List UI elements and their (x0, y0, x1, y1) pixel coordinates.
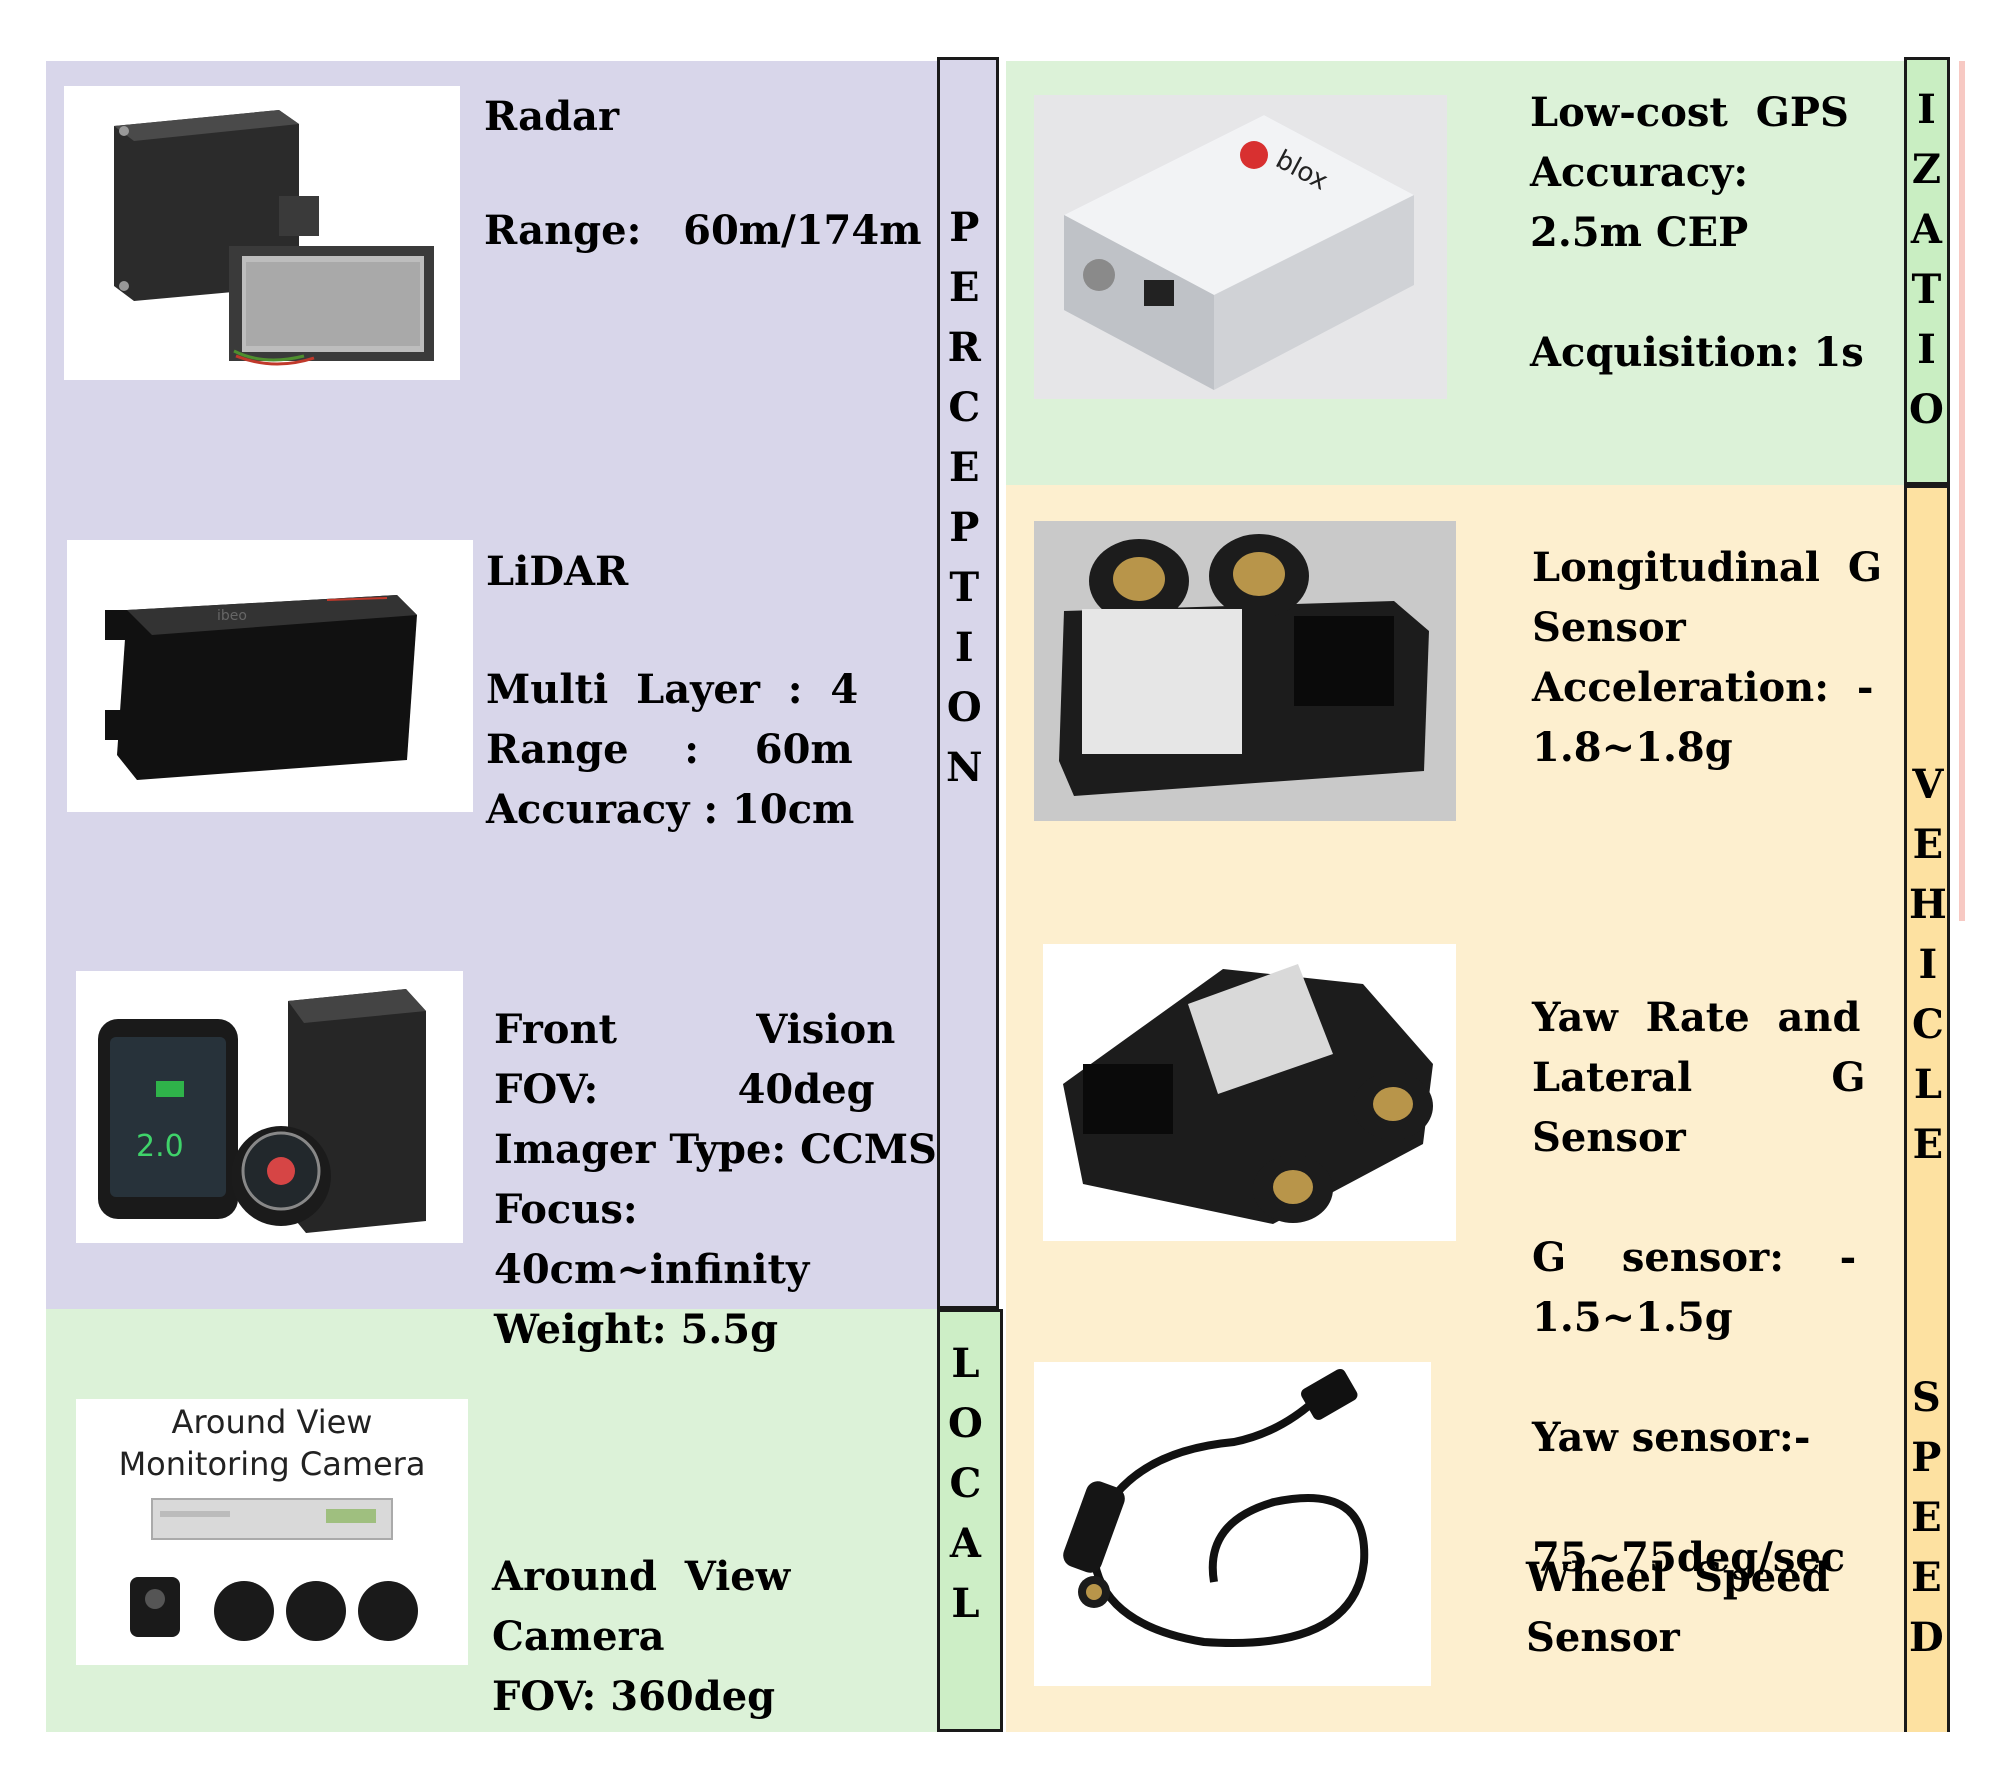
wheel-speed-sensor-word: Sensor (1526, 1614, 1680, 1661)
radar-image (64, 86, 460, 380)
perception-letter: I (954, 624, 974, 671)
around-view-caption-line: Monitoring Camera (118, 1445, 426, 1483)
around-view-image: Around View Monitoring Camera (76, 1399, 468, 1665)
radar-range: Range: 60m/174m (484, 207, 922, 254)
yaw-rate-g-range: 1.5~1.5g (1532, 1294, 1733, 1341)
vehicle-letter: H (1909, 881, 1947, 928)
yaw-rate-spacer (1532, 1168, 1866, 1228)
vehicle-letter: I (1918, 941, 1938, 988)
gps-accuracy-label: Accuracy: (1530, 149, 1749, 196)
speed-letter: D (1909, 1614, 1944, 1661)
perception-letter: T (949, 564, 980, 611)
longitudinal-g-sensor-word: Sensor (1532, 604, 1686, 651)
local-letter: A (949, 1520, 981, 1567)
front-vision-title: Front Vision (494, 1006, 896, 1053)
perception-letter: P (949, 504, 980, 551)
perception-letter: C (948, 384, 981, 431)
vehicle-letter: L (1913, 1061, 1942, 1108)
vehicle-speed-label-bar: V E H I C L E S P E E D (1904, 485, 1950, 1732)
gps-image: blox (1034, 95, 1447, 399)
wheel-speed-sensor-image (1034, 1362, 1431, 1686)
yaw-rate-spec-text: Yaw Rate and Lateral G Sensor G sensor: … (1532, 988, 1866, 1588)
speed-letter: P (1911, 1434, 1942, 1481)
lidar-accuracy: Accuracy : 10cm (486, 786, 855, 833)
yaw-rate-lateral: Lateral G (1532, 1054, 1866, 1101)
radar-title: Radar (484, 93, 620, 140)
yaw-rate-sensor-word: Sensor (1532, 1114, 1686, 1161)
lidar-image: ibeo (67, 540, 473, 812)
localization-label-bar: I Z A T I O (1904, 57, 1950, 485)
perception-letter: N (946, 744, 983, 791)
svg-text:2.0: 2.0 (136, 1129, 184, 1164)
wheel-speed-title: Wheel Speed (1526, 1554, 1830, 1601)
longitudinal-g-title: Longitudinal G (1532, 544, 1882, 591)
longitudinal-g-spec-text: Longitudinal G Sensor Acceleration: - 1.… (1532, 538, 1882, 778)
front-vision-spec-text: Front Vision FOV: 40deg Imager Type: CCM… (494, 1000, 937, 1360)
localization-letter: O (1909, 386, 1944, 433)
right-edge-stripe (1959, 61, 1965, 921)
lidar-spacer (486, 602, 858, 660)
perception-letter: E (949, 444, 980, 491)
perception-letter: O (946, 684, 982, 731)
front-vision-imager: Imager Type: CCMS (494, 1126, 937, 1173)
vehicle-letter: E (1912, 1121, 1944, 1168)
front-vision-image: 2.0 (76, 971, 463, 1243)
front-vision-fov: FOV: 40deg (494, 1066, 875, 1113)
radar-spacer (484, 147, 922, 201)
lidar-title: LiDAR (486, 548, 629, 595)
front-vision-weight: Weight: 5.5g (494, 1306, 779, 1353)
gps-spacer (1530, 263, 1864, 323)
radar-spec-text: Radar Range: 60m/174m (484, 87, 922, 261)
gps-spec-text: Low-cost GPS Accuracy: 2.5m CEP Acquisit… (1530, 83, 1864, 383)
vehicle-letter: C (1911, 1001, 1944, 1048)
around-view-title: Around View (492, 1553, 791, 1600)
local-label-bar: L O C A L (937, 1309, 1003, 1732)
gps-accuracy-value: 2.5m CEP (1530, 209, 1749, 256)
local-letter: C (949, 1460, 982, 1507)
yaw-rate-sensor-image (1043, 944, 1456, 1241)
lidar-spec-text: LiDAR Multi Layer : 4 Range : 60m Accura… (486, 542, 858, 840)
lidar-range: Range : 60m (486, 726, 853, 773)
wheel-speed-spec-text: Wheel Speed Sensor (1526, 1548, 1830, 1668)
localization-letter: I (1917, 86, 1936, 133)
lidar-layers: Multi Layer : 4 (486, 666, 859, 713)
yaw-rate-yaw-sensor: Yaw sensor:- (1532, 1414, 1811, 1461)
localization-letter: I (1917, 326, 1936, 373)
front-vision-focus-value: 40cm~infinity (494, 1246, 810, 1293)
perception-label-bar: P E R C E P T I O N (937, 57, 999, 1309)
front-vision-focus-label: Focus: (494, 1186, 638, 1233)
longitudinal-g-sensor-image (1034, 521, 1456, 821)
longitudinal-g-acceleration: Acceleration: - (1532, 664, 1874, 711)
local-letter: O (948, 1400, 983, 1447)
local-letter: L (951, 1580, 980, 1627)
perception-letter: R (947, 324, 981, 371)
perception-letter: P (949, 204, 980, 251)
vehicle-letter: V (1912, 761, 1944, 808)
yaw-rate-spacer (1532, 1348, 1866, 1408)
around-view-spec-text: Around View Camera FOV: 360deg (492, 1547, 790, 1727)
localization-letter: Z (1911, 146, 1942, 193)
speed-letter: E (1911, 1554, 1942, 1601)
yaw-rate-title: Yaw Rate and (1532, 994, 1861, 1041)
gps-acquisition: Acquisition: 1s (1530, 329, 1864, 376)
localization-letter: T (1911, 266, 1942, 313)
yaw-rate-spacer (1532, 1468, 1866, 1528)
localization-letter: A (1910, 206, 1942, 253)
yaw-rate-g-sensor: G sensor: - (1532, 1234, 1857, 1281)
gps-title: Low-cost GPS (1530, 89, 1849, 136)
vehicle-letter: E (1912, 821, 1944, 868)
longitudinal-g-range: 1.8~1.8g (1532, 724, 1733, 771)
around-view-camera: Camera (492, 1613, 665, 1660)
speed-letter: S (1911, 1374, 1941, 1421)
perception-letter: E (949, 264, 980, 311)
yaw-rate-yaw-range: 75~75deg/sec (1532, 1534, 1846, 1581)
around-view-fov: FOV: 360deg (492, 1673, 776, 1720)
svg-text:ibeo: ibeo (217, 608, 247, 624)
right-margin (1944, 921, 1990, 1732)
speed-letter: E (1911, 1494, 1942, 1541)
around-view-caption-line: Around View (171, 1403, 373, 1441)
local-letter: L (951, 1340, 980, 1387)
around-view-caption: Around View Monitoring Camera (76, 1401, 468, 1485)
